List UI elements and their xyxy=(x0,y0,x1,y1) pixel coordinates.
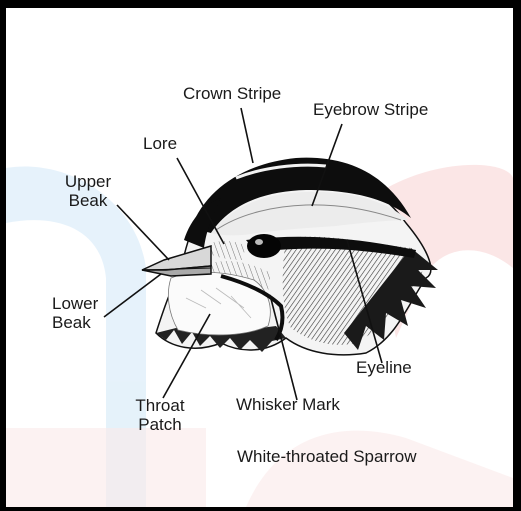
sparrow-head-illustration xyxy=(6,8,513,507)
label-lower-beak: Lower Beak xyxy=(52,294,104,332)
label-upper-beak: Upper Beak xyxy=(58,172,118,210)
label-lore: Lore xyxy=(143,134,177,153)
label-crown-stripe: Crown Stripe xyxy=(183,84,281,103)
diagram-title: White-throated Sparrow xyxy=(237,447,417,466)
eye-icon xyxy=(247,234,281,258)
leader-crown-stripe xyxy=(241,108,253,163)
label-throat-patch: Throat Patch xyxy=(124,396,196,434)
label-whisker-mark: Whisker Mark xyxy=(236,395,340,414)
label-eyebrow-stripe: Eyebrow Stripe xyxy=(313,100,428,119)
label-eyeline: Eyeline xyxy=(356,358,412,377)
